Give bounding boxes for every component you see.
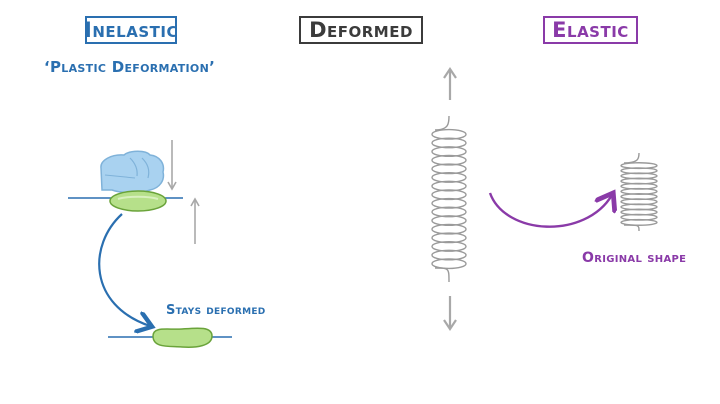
spring-coil bbox=[431, 128, 467, 140]
compress-up-arrow bbox=[190, 197, 200, 244]
spring-coil bbox=[431, 223, 467, 235]
plastic-deformation-label: ‘Plastic Deformation’ bbox=[44, 58, 216, 76]
stays-deformed-label: Stays deformed bbox=[166, 303, 266, 318]
spring-coil bbox=[431, 258, 467, 270]
stretch-down-arrow bbox=[443, 296, 457, 331]
compress-down-arrow bbox=[167, 140, 177, 191]
return-curve-arrow bbox=[488, 193, 612, 228]
spring-coil bbox=[431, 215, 467, 227]
stretch-up-arrow bbox=[443, 67, 457, 100]
heading-elastic: Elastic bbox=[543, 16, 638, 44]
spring-coil bbox=[431, 137, 467, 149]
spring-coil bbox=[431, 154, 467, 166]
relaxed-spring bbox=[620, 152, 658, 232]
flattened-putty bbox=[152, 327, 213, 348]
glove-icon bbox=[100, 150, 165, 194]
spring-coil bbox=[431, 206, 467, 218]
spring-coil bbox=[431, 249, 467, 261]
spring-coil bbox=[431, 171, 467, 183]
spring-coil bbox=[431, 146, 467, 158]
elastic-section bbox=[488, 152, 658, 232]
spring-coil bbox=[431, 163, 467, 175]
inelastic-section bbox=[68, 140, 232, 348]
heading-deformed: Deformed bbox=[299, 16, 423, 44]
putty-blob bbox=[109, 190, 167, 212]
spring-coil bbox=[431, 197, 467, 209]
spring-coil bbox=[620, 218, 658, 226]
heading-inelastic: Inelastic bbox=[84, 16, 178, 44]
spring-coil bbox=[431, 232, 467, 244]
deformed-section bbox=[431, 67, 467, 331]
spring-coil bbox=[431, 180, 467, 192]
stretched-spring bbox=[431, 115, 467, 283]
original-shape-label: Original shape bbox=[582, 250, 687, 266]
deform-curve-arrow bbox=[98, 213, 150, 326]
spring-coil bbox=[431, 240, 467, 252]
spring-coil bbox=[431, 189, 467, 201]
